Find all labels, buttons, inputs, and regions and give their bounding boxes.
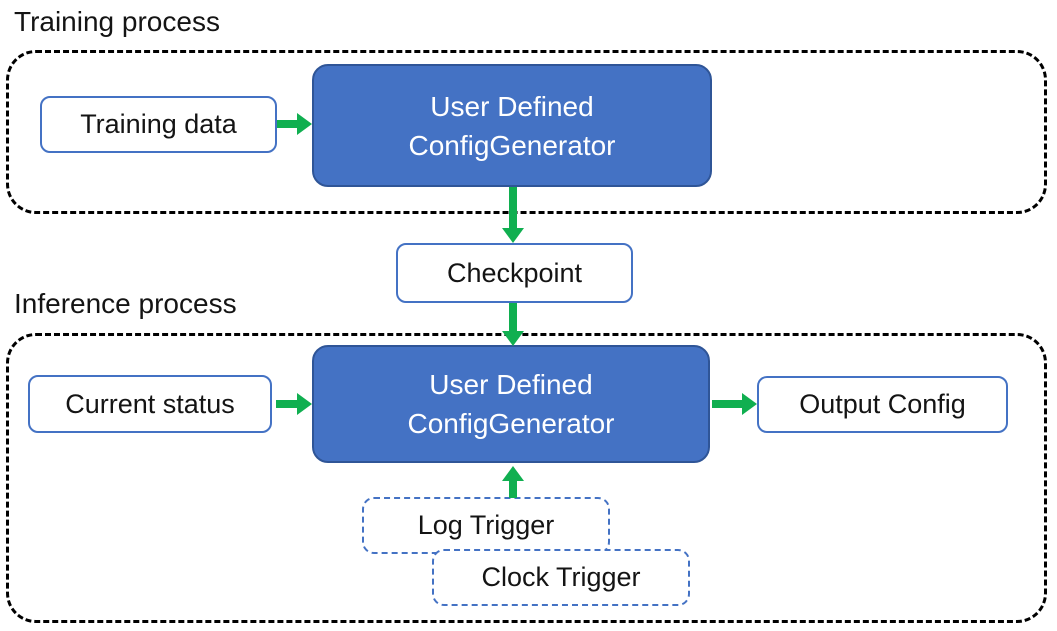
generator-line2: ConfigGenerator: [408, 129, 616, 161]
arrow-head-right-icon: [297, 113, 312, 135]
arrow-triggers-to-generator: [502, 466, 524, 498]
current-status-box: Current status: [28, 375, 272, 433]
training-data-box: Training data: [40, 96, 277, 153]
arrow-training-data-to-generator: [277, 113, 312, 135]
training-process-label: Training process: [14, 6, 220, 37]
arrow-head-right-icon: [742, 393, 757, 415]
inference-process-container: [6, 333, 1047, 623]
arrow-checkpoint-to-inference-generator: [502, 303, 524, 346]
arrow-head-down-icon: [502, 331, 524, 346]
checkpoint-box: Checkpoint: [396, 243, 633, 303]
output-config-box: Output Config: [757, 376, 1008, 433]
inference-process-label: Inference process: [14, 288, 237, 319]
log-trigger-box: Log Trigger: [362, 497, 610, 554]
generator-line2: ConfigGenerator: [407, 408, 615, 439]
arrow-head-right-icon: [297, 393, 312, 415]
training-process-container: [6, 50, 1047, 214]
arrow-shaft: [509, 187, 517, 228]
arrow-shaft: [509, 481, 517, 498]
generator-line1: User Defined: [430, 90, 594, 122]
arrow-generator-to-checkpoint: [502, 187, 524, 243]
arrow-shaft: [509, 303, 517, 331]
generator-line1: User Defined: [429, 369, 593, 400]
arrow-shaft: [276, 400, 297, 408]
arrow-shaft: [277, 120, 297, 128]
arrow-head-up-icon: [502, 466, 524, 481]
arrow-shaft: [712, 400, 742, 408]
inference-configgenerator-box: User Defined ConfigGenerator: [312, 345, 710, 463]
training-configgenerator-box: User Defined ConfigGenerator: [312, 64, 712, 187]
arrow-current-status-to-generator: [276, 393, 312, 415]
clock-trigger-box: Clock Trigger: [432, 549, 690, 606]
arrow-head-down-icon: [502, 228, 524, 243]
arrow-generator-to-output-config: [712, 393, 757, 415]
